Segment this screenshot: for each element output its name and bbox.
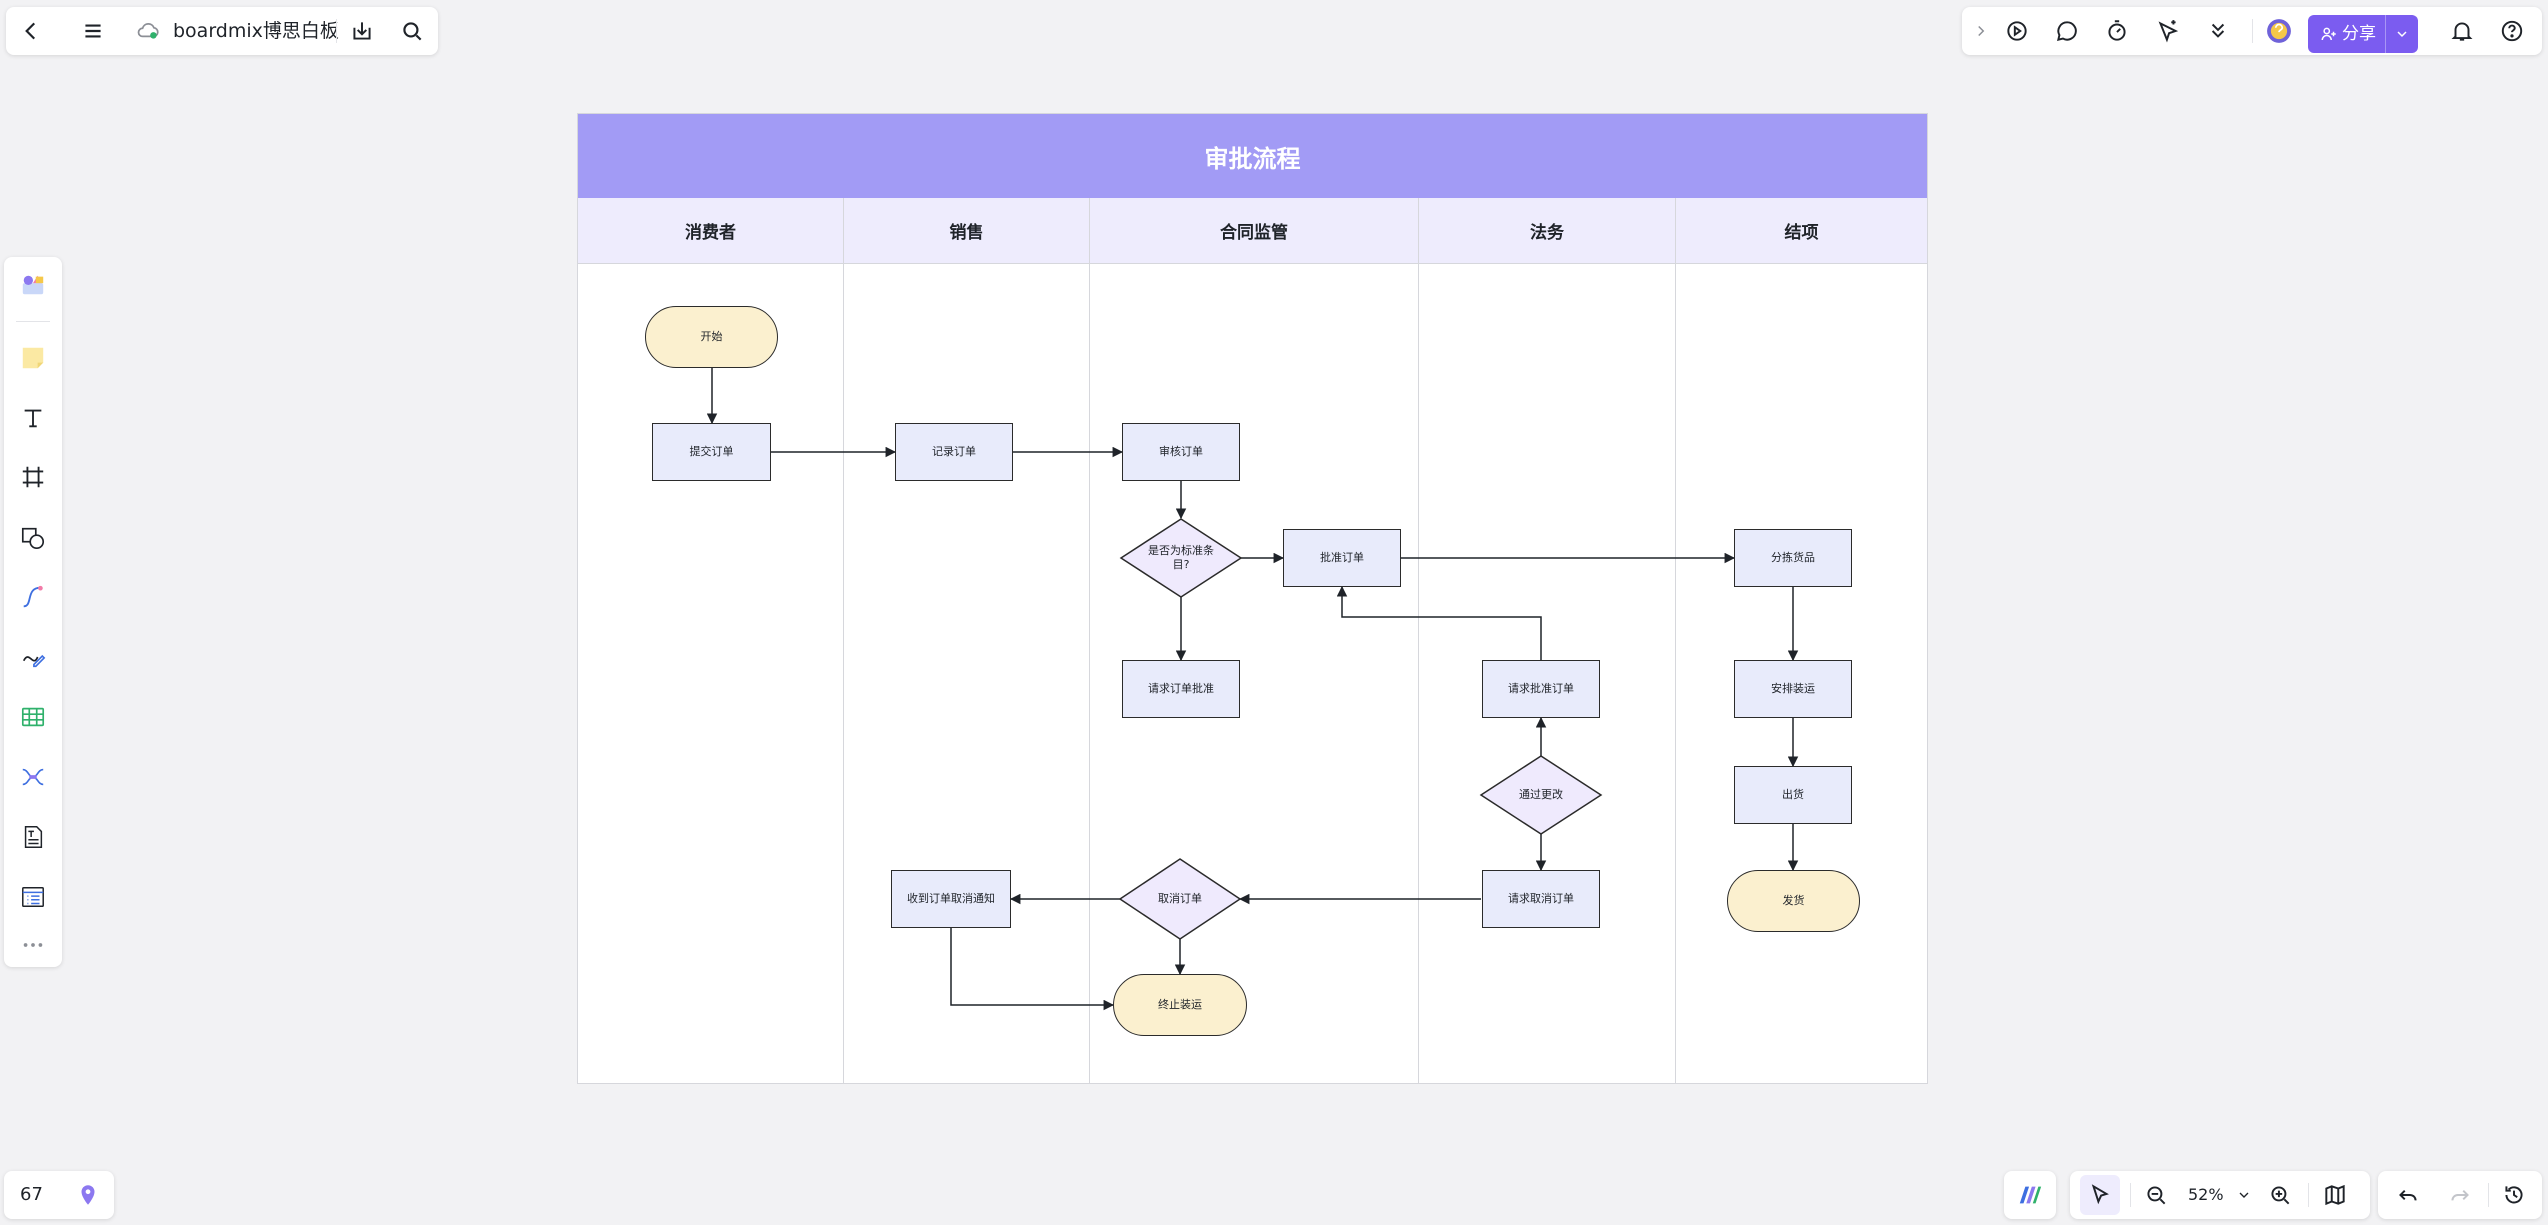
zoom-in-icon[interactable] bbox=[2260, 1175, 2300, 1215]
lane-header-consumer: 消费者 bbox=[578, 198, 844, 264]
map-view-icon[interactable] bbox=[2315, 1175, 2355, 1215]
connector-tool-icon[interactable] bbox=[13, 577, 53, 617]
share-dropdown-chevron-icon[interactable] bbox=[2385, 15, 2418, 53]
lane-contract bbox=[1090, 264, 1419, 1083]
divider bbox=[2252, 19, 2253, 43]
help-icon[interactable] bbox=[2492, 11, 2532, 51]
node-terminate-shipping[interactable]: 终止装运 bbox=[1113, 974, 1247, 1036]
ai-logo-icon[interactable] bbox=[2010, 1175, 2050, 1215]
comment-icon[interactable] bbox=[2047, 11, 2087, 51]
follow-cursor-icon[interactable] bbox=[2148, 11, 2188, 51]
share-user-icon bbox=[2321, 27, 2336, 41]
text-tool-icon[interactable] bbox=[13, 398, 53, 438]
lane-header-contract: 合同监管 bbox=[1090, 198, 1419, 264]
node-request-cancel[interactable]: 请求取消订单 bbox=[1482, 870, 1600, 928]
approval-flow-board[interactable]: 审批流程 消费者 销售 合同监管 法务 结项 bbox=[577, 113, 1928, 1084]
cloud-sync-icon bbox=[128, 11, 168, 51]
more-tools-icon[interactable] bbox=[13, 927, 53, 963]
lane-consumer bbox=[578, 264, 844, 1083]
back-arrow-icon[interactable] bbox=[11, 11, 51, 51]
node-allocate-goods[interactable]: 分拣货品 bbox=[1734, 529, 1852, 587]
top-left-toolbar: boardmix博思白板 bbox=[6, 7, 438, 55]
node-arrange-shipping[interactable]: 安排装运 bbox=[1734, 660, 1852, 718]
node-ship-out[interactable]: 出货 bbox=[1734, 766, 1852, 824]
document-title[interactable]: boardmix博思白板 bbox=[173, 20, 339, 42]
timer-icon[interactable] bbox=[2097, 11, 2137, 51]
menu-icon[interactable] bbox=[73, 11, 113, 51]
divider bbox=[336, 19, 337, 43]
zoom-dropdown-chevron-icon[interactable] bbox=[2230, 1175, 2258, 1215]
divider bbox=[2308, 1183, 2309, 1207]
sticky-note-icon[interactable] bbox=[13, 338, 53, 378]
location-pin-icon[interactable] bbox=[68, 1175, 108, 1215]
templates-icon[interactable] bbox=[13, 265, 53, 305]
list-tool-icon[interactable] bbox=[13, 877, 53, 917]
node-request-approve[interactable]: 请求批准订单 bbox=[1482, 660, 1600, 718]
node-cancel-order[interactable]: 取消订单 bbox=[1158, 892, 1202, 905]
share-label: 分享 bbox=[2342, 24, 2376, 44]
lane-header-sales: 销售 bbox=[844, 198, 1090, 264]
node-approve-order[interactable]: 批准订单 bbox=[1283, 529, 1401, 587]
divider bbox=[2130, 1183, 2131, 1207]
divider bbox=[16, 321, 50, 322]
download-icon[interactable] bbox=[342, 11, 382, 51]
page-count: 67 bbox=[20, 1184, 43, 1205]
redo-icon[interactable] bbox=[2440, 1175, 2480, 1215]
more-double-chevron-icon[interactable] bbox=[2198, 11, 2238, 51]
share-button[interactable]: 分享 bbox=[2308, 15, 2418, 53]
node-deliver[interactable]: 发货 bbox=[1727, 870, 1860, 932]
node-record-order[interactable]: 记录订单 bbox=[895, 423, 1013, 481]
document-tool-icon[interactable] bbox=[13, 817, 53, 857]
lane-sales bbox=[844, 264, 1090, 1083]
bottom-left-panel: 67 bbox=[4, 1171, 114, 1219]
board-title: 审批流程 bbox=[578, 114, 1927, 198]
history-icon[interactable] bbox=[2494, 1175, 2534, 1215]
node-request-approval[interactable]: 请求订单批准 bbox=[1122, 660, 1240, 718]
ai-assistant-panel bbox=[2004, 1171, 2056, 1219]
mind-map-icon[interactable] bbox=[13, 757, 53, 797]
node-pass-change[interactable]: 通过更改 bbox=[1519, 788, 1563, 801]
shape-tool-icon[interactable] bbox=[13, 518, 53, 558]
divider bbox=[2488, 1183, 2489, 1207]
node-submit-order[interactable]: 提交订单 bbox=[652, 423, 771, 481]
pen-tool-icon[interactable] bbox=[13, 637, 53, 677]
left-toolbar bbox=[4, 257, 62, 967]
zoom-level[interactable]: 52% bbox=[2188, 1185, 2224, 1204]
node-start[interactable]: 开始 bbox=[645, 306, 778, 368]
avatar[interactable] bbox=[2259, 11, 2299, 51]
present-play-icon[interactable] bbox=[1997, 11, 2037, 51]
zoom-panel: 52% bbox=[2070, 1171, 2370, 1219]
select-pointer-icon[interactable] bbox=[2080, 1175, 2120, 1215]
lane-header-legal: 法务 bbox=[1419, 198, 1676, 264]
undo-icon[interactable] bbox=[2388, 1175, 2428, 1215]
notification-bell-icon[interactable] bbox=[2442, 11, 2482, 51]
lane-legal bbox=[1419, 264, 1676, 1083]
frame-tool-icon[interactable] bbox=[13, 457, 53, 497]
zoom-out-icon[interactable] bbox=[2136, 1175, 2176, 1215]
table-tool-icon[interactable] bbox=[13, 697, 53, 737]
collapse-chevron-icon[interactable] bbox=[1966, 11, 1996, 51]
node-is-standard[interactable]: 是否为标准条目? bbox=[1148, 544, 1214, 571]
top-right-toolbar: 分享 bbox=[1962, 7, 2542, 55]
history-panel bbox=[2378, 1171, 2542, 1219]
node-review-order[interactable]: 审核订单 bbox=[1122, 423, 1240, 481]
search-icon[interactable] bbox=[392, 11, 432, 51]
lane-header-closing: 结项 bbox=[1676, 198, 1927, 264]
node-receive-cancel[interactable]: 收到订单取消通知 bbox=[891, 870, 1011, 928]
